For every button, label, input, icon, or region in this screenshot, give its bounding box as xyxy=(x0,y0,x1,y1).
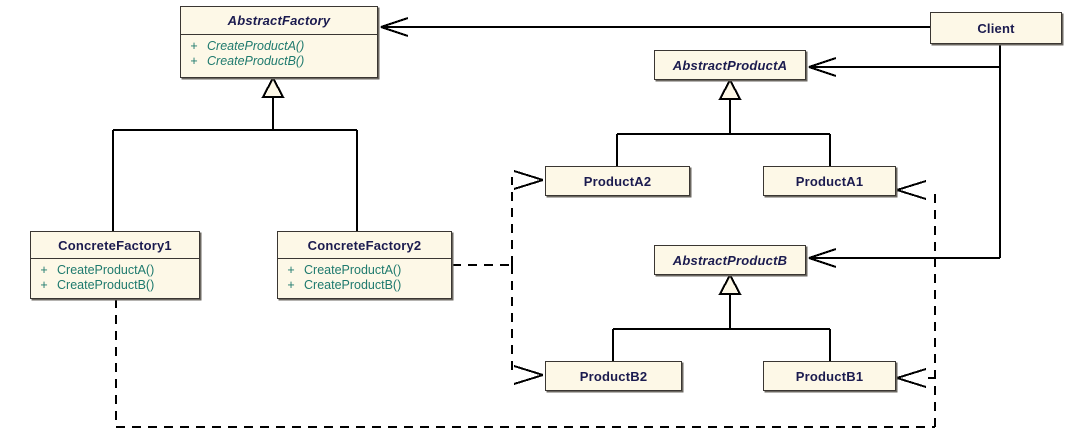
class-name-label: Client xyxy=(977,20,1015,36)
operation-label: CreateProductA() xyxy=(304,263,402,277)
dependency-arrowhead-producta1 xyxy=(896,180,927,200)
association-client-abstractproductb xyxy=(808,67,1002,268)
association-client-abstractfactory xyxy=(380,17,930,37)
class-name-label: ProductB1 xyxy=(795,368,864,384)
operation-row: + CreateProductB() xyxy=(31,278,199,293)
class-name-label: AbstractFactory xyxy=(227,13,331,28)
operations-compartment: + CreateProductA() + CreateProductB() xyxy=(181,35,377,71)
operation-label: CreateProductB() xyxy=(57,278,155,292)
operation-row: + CreateProductA() xyxy=(181,39,377,54)
operation-label: CreateProductA() xyxy=(207,39,305,53)
class-box-concrete-factory-2[interactable]: ConcreteFactory2 + CreateProductA() + Cr… xyxy=(277,231,452,299)
generalization-product-a xyxy=(615,99,832,166)
class-name-compartment: ConcreteFactory2 xyxy=(278,232,451,259)
dependency-arrowhead-producta2 xyxy=(513,170,544,190)
visibility-marker: + xyxy=(287,278,295,292)
class-box-client[interactable]: Client xyxy=(930,12,1062,44)
class-box-product-b2[interactable]: ProductB2 xyxy=(545,361,682,391)
operation-label: CreateProductB() xyxy=(304,278,402,292)
visibility-marker: + xyxy=(190,39,198,53)
operation-label: CreateProductB() xyxy=(207,54,305,68)
dependency-concretefactory2 xyxy=(452,177,514,375)
generalization-factories xyxy=(111,97,359,231)
class-name-compartment: ConcreteFactory1 xyxy=(31,232,199,259)
visibility-marker: + xyxy=(40,263,48,277)
class-box-product-a2[interactable]: ProductA2 xyxy=(545,166,690,196)
class-name-label: ProductA2 xyxy=(583,173,652,189)
generalization-product-b xyxy=(611,294,832,361)
association-client-abstractproducta xyxy=(808,44,1002,77)
operation-label: CreateProductA() xyxy=(57,263,155,277)
operation-row: + CreateProductB() xyxy=(181,54,377,69)
operation-row: + CreateProductB() xyxy=(278,278,451,293)
class-name-compartment: AbstractFactory xyxy=(181,7,377,35)
operation-row: + CreateProductA() xyxy=(278,263,451,278)
class-name-label: AbstractProductA xyxy=(672,57,788,73)
dependency-arrowhead-productb1 xyxy=(896,368,927,388)
operation-row: + CreateProductA() xyxy=(31,263,199,278)
operations-compartment: + CreateProductA() + CreateProductB() xyxy=(31,259,199,295)
class-box-abstract-product-a[interactable]: AbstractProductA xyxy=(654,50,806,80)
visibility-marker: + xyxy=(190,54,198,68)
class-name-label: ConcreteFactory1 xyxy=(58,237,172,253)
class-name-label: ProductB2 xyxy=(579,368,648,384)
dependency-arrowhead-productb2 xyxy=(513,365,544,385)
class-name-label: ConcreteFactory2 xyxy=(307,237,422,253)
inheritance-triangle-abstractfactory xyxy=(261,75,285,98)
class-box-abstract-factory[interactable]: AbstractFactory + CreateProductA() + Cre… xyxy=(180,6,378,78)
dependency-concretefactory1 xyxy=(114,190,937,429)
class-name-label: AbstractProductB xyxy=(672,252,788,268)
operations-compartment: + CreateProductA() + CreateProductB() xyxy=(278,259,451,295)
class-box-product-a1[interactable]: ProductA1 xyxy=(763,166,896,196)
visibility-marker: + xyxy=(40,278,48,292)
class-box-abstract-product-b[interactable]: AbstractProductB xyxy=(654,245,806,275)
class-name-label: ProductA1 xyxy=(795,173,864,189)
class-box-product-b1[interactable]: ProductB1 xyxy=(763,361,896,391)
inheritance-triangle-abstractproducta xyxy=(718,77,742,100)
inheritance-triangle-abstractproductb xyxy=(718,272,742,295)
class-box-concrete-factory-1[interactable]: ConcreteFactory1 + CreateProductA() + Cr… xyxy=(30,231,200,299)
visibility-marker: + xyxy=(287,263,295,277)
